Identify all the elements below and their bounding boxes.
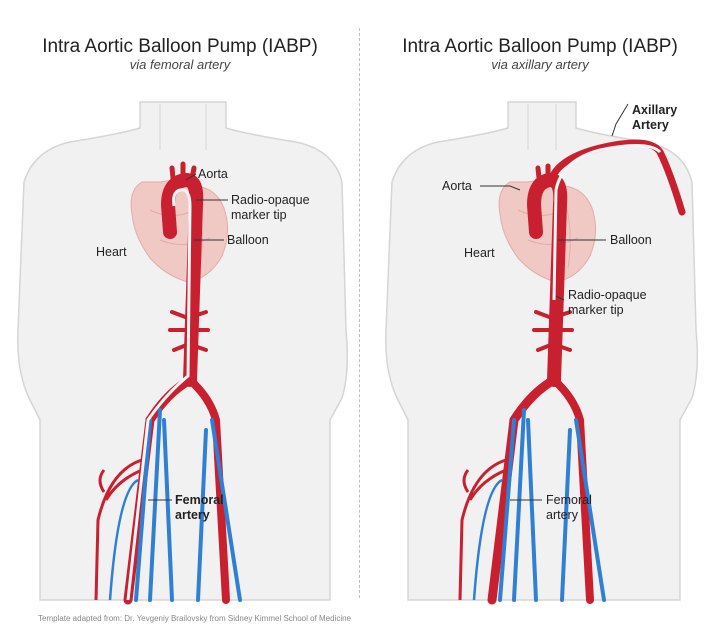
iabp-catheter — [126, 188, 192, 601]
axillary-anatomy-illustration — [385, 101, 699, 605]
axillary-artery — [548, 139, 686, 216]
marker-tip-label-line2: marker tip — [568, 303, 624, 317]
femoral-artery-label-line2: artery — [546, 508, 578, 522]
femoral-panel-subtitle: via femoral artery — [129, 57, 231, 72]
balloon-label: Balloon — [227, 233, 269, 247]
heart-label: Heart — [464, 246, 495, 260]
marker-tip-label-line1: Radio-opaque — [231, 193, 310, 207]
femoral-artery-label-line1: Femoral — [175, 493, 224, 507]
panel-divider — [359, 28, 360, 598]
femoral-panel-title: Intra Aortic Balloon Pump (IABP) — [42, 36, 318, 57]
marker-tip-label-line2: marker tip — [231, 208, 287, 222]
template-credit-footer: Template adapted from: Dr. Yevgeniy Brai… — [38, 614, 352, 623]
femoral-artery-label-line1: Femoral — [546, 493, 592, 507]
femoral-artery-label-line2: artery — [175, 508, 210, 522]
axillary-artery-label-line1: Axillary — [632, 103, 678, 117]
axillary-panel: Intra Aortic Balloon Pump (IABP) via axi… — [360, 0, 720, 610]
balloon-label: Balloon — [610, 233, 652, 247]
femoral-anatomy-illustration — [17, 101, 349, 605]
iabp-catheter — [552, 143, 662, 301]
femoral-panel: Intra Aortic Balloon Pump (IABP) via fem… — [0, 0, 360, 610]
aorta-label: Aorta — [198, 167, 228, 181]
axillary-panel-subtitle: via axillary artery — [491, 57, 589, 72]
aorta-label: Aorta — [442, 179, 472, 193]
marker-tip-label-line1: Radio-opaque — [568, 288, 647, 302]
heart-label: Heart — [96, 245, 127, 259]
axillary-artery-label-line2: Artery — [632, 118, 669, 132]
axillary-panel-title: Intra Aortic Balloon Pump (IABP) — [402, 36, 678, 57]
